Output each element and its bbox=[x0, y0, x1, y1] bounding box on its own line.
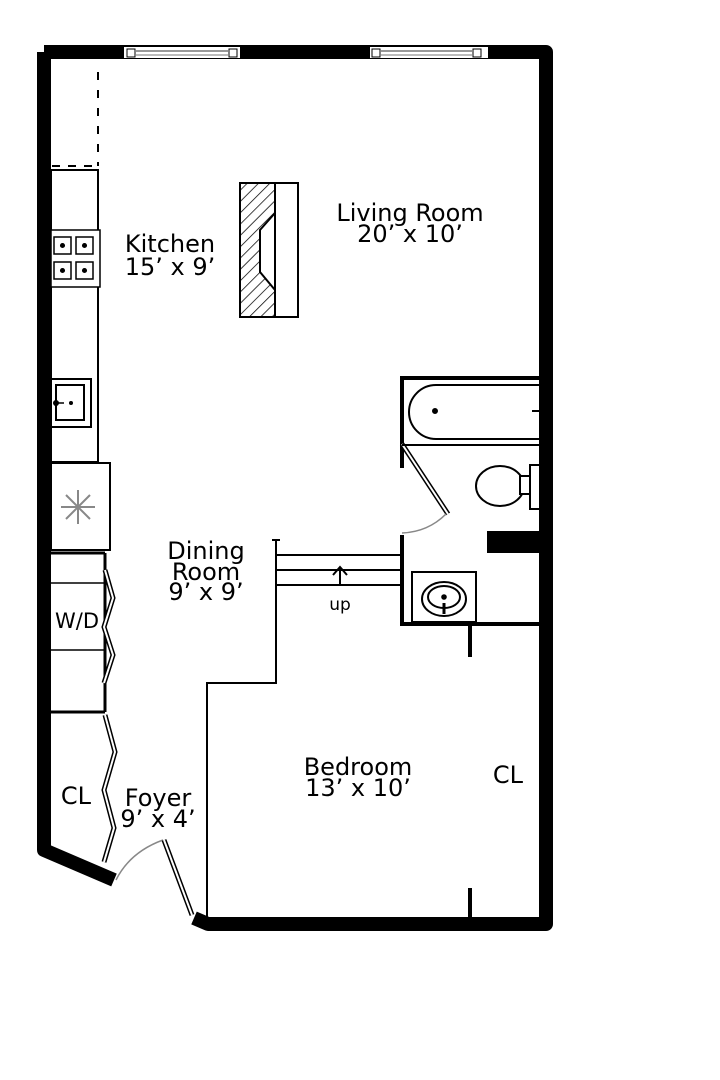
bedroom-dims: 13’ x 10’ bbox=[305, 774, 411, 802]
bathroom bbox=[399, 376, 540, 657]
kitchen-sink-icon bbox=[50, 378, 92, 428]
fireplace-icon bbox=[239, 182, 299, 318]
bathroom-sink-icon bbox=[411, 571, 477, 623]
entry-door bbox=[115, 839, 195, 916]
foyer-name: Foyer bbox=[125, 784, 192, 812]
living-room-dims: 20’ x 10’ bbox=[357, 220, 463, 248]
windows bbox=[124, 47, 488, 58]
foyer-dims: 9’ x 4’ bbox=[120, 805, 195, 833]
toilet-icon bbox=[475, 464, 541, 510]
interior-walls bbox=[206, 539, 280, 918]
kitchen-name: Kitchen bbox=[125, 230, 215, 258]
living-room-name: Living Room bbox=[336, 199, 483, 227]
dining-room-name-line1: Dining bbox=[167, 537, 244, 565]
foyer-closet-label: CL bbox=[61, 782, 92, 810]
bath-partition bbox=[487, 531, 542, 553]
refrigerator-icon bbox=[50, 462, 111, 551]
dining-room-name-line2: Room bbox=[172, 558, 240, 586]
bedroom-name: Bedroom bbox=[304, 753, 413, 781]
bathtub-icon bbox=[402, 384, 540, 446]
stove-icon bbox=[50, 229, 101, 288]
kitchen-dims: 15’ x 9’ bbox=[125, 253, 216, 281]
stairs bbox=[276, 554, 400, 586]
washer-dryer-label: W/D bbox=[55, 609, 99, 633]
dining-room-dims: 9’ x 9’ bbox=[168, 578, 243, 606]
stairs-up-label: up bbox=[329, 595, 351, 615]
bedroom-closet-label: CL bbox=[493, 761, 524, 789]
